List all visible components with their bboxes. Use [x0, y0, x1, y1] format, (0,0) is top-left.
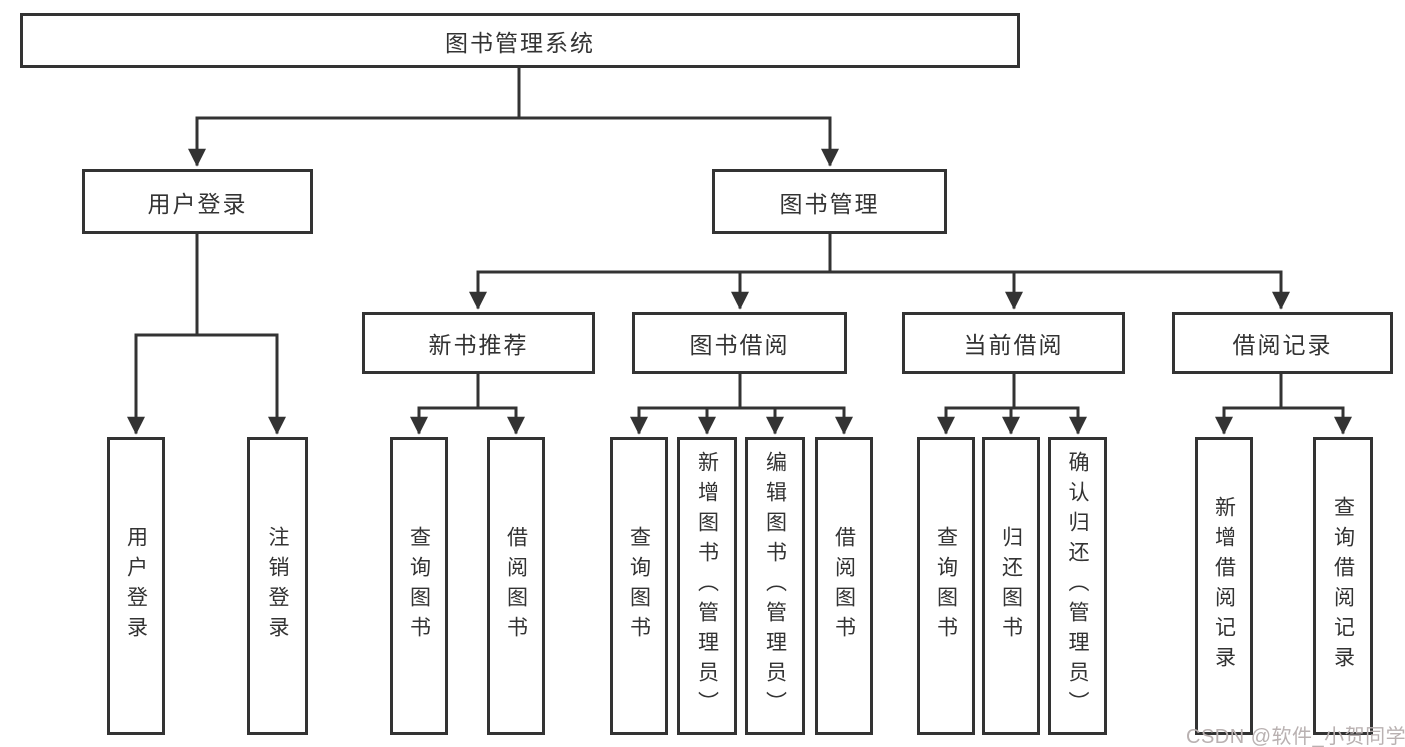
node-current-borrowing: 当前借阅 — [902, 312, 1125, 374]
leaf-query-books-recommend: 查询图书 — [390, 437, 448, 735]
node-label: 图书管理系统 — [445, 29, 595, 56]
csdn-watermark: CSDN @软件_小贺同学 — [1186, 726, 1405, 747]
leaf-edit-book-admin: 编辑图书（管理员） — [745, 437, 805, 735]
leaf-add-borrow-record: 新增借阅记录 — [1195, 437, 1253, 735]
node-label: 查询图书 — [407, 526, 431, 646]
node-book-management-branch: 图书管理 — [712, 169, 947, 234]
node-label: 借阅图书 — [504, 526, 528, 646]
node-new-book-recommendation: 新书推荐 — [362, 312, 595, 374]
node-label: 编辑图书（管理员） — [763, 451, 787, 721]
leaf-query-books-borrow: 查询图书 — [610, 437, 668, 735]
leaf-query-books-current: 查询图书 — [917, 437, 975, 735]
leaf-borrow-books-recommend: 借阅图书 — [487, 437, 545, 735]
leaf-confirm-return-admin: 确认归还（管理员） — [1048, 437, 1107, 735]
node-label: 图书管理 — [779, 190, 880, 217]
node-book-borrowing: 图书借阅 — [632, 312, 847, 374]
node-label: 图书借阅 — [689, 332, 790, 358]
node-borrowing-records: 借阅记录 — [1172, 312, 1393, 374]
leaf-return-books: 归还图书 — [982, 437, 1040, 735]
leaf-query-borrow-record: 查询借阅记录 — [1313, 437, 1373, 735]
leaf-logout: 注销登录 — [247, 437, 308, 735]
node-label: 借阅记录 — [1232, 332, 1333, 358]
node-label: 当前借阅 — [963, 332, 1064, 358]
node-label: 查询图书 — [934, 526, 958, 646]
node-label: 查询图书 — [627, 526, 651, 646]
node-user-login-branch: 用户登录 — [82, 169, 313, 234]
node-label: 用户登录 — [124, 526, 148, 646]
leaf-add-book-admin: 新增图书（管理员） — [677, 437, 737, 735]
node-label: 新增借阅记录 — [1212, 496, 1236, 676]
node-label: 注销登录 — [266, 526, 289, 646]
node-label: 确认归还（管理员） — [1066, 451, 1089, 721]
leaf-borrow-books: 借阅图书 — [815, 437, 873, 735]
node-library-management-system: 图书管理系统 — [20, 13, 1020, 68]
node-label: 查询借阅记录 — [1331, 496, 1355, 676]
node-label: 新增图书（管理员） — [695, 451, 719, 721]
node-label: 新书推荐 — [428, 332, 529, 358]
leaf-user-login: 用户登录 — [107, 437, 165, 735]
node-label: 借阅图书 — [832, 526, 856, 646]
node-label: 用户登录 — [147, 190, 248, 217]
node-label: 归还图书 — [999, 526, 1023, 646]
